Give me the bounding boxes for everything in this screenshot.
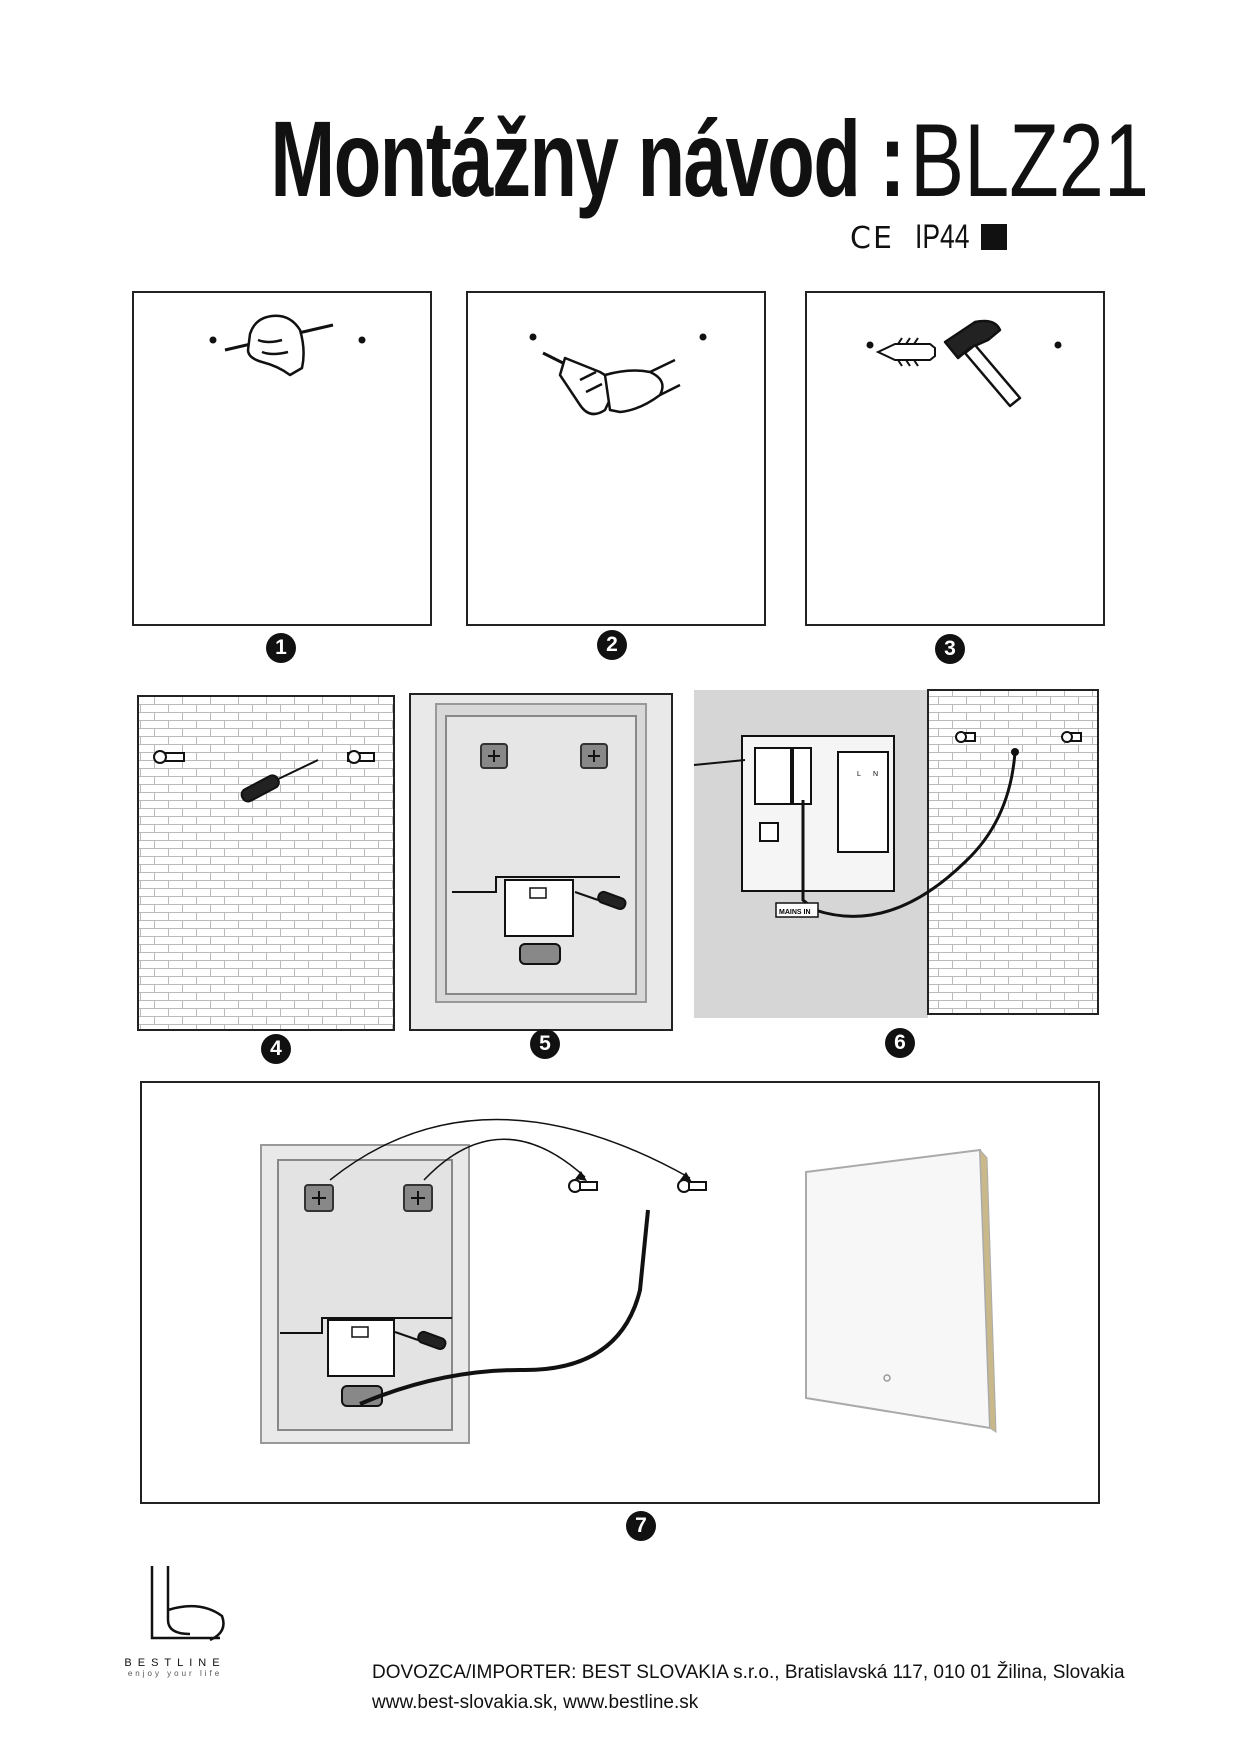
mounting-bracket-icon (403, 1184, 433, 1212)
mirror-product (805, 1148, 997, 1433)
ce-mark: CE (850, 221, 894, 256)
step-number-3: 3 (935, 634, 965, 664)
class-square-icon (980, 224, 1007, 250)
step-number-4: 4 (261, 1034, 291, 1064)
footer: DOVOZCA/IMPORTER: BEST SLOVAKIA s.r.o., … (372, 1658, 1125, 1718)
step-number-2: 2 (597, 630, 627, 660)
screw-icon (568, 1179, 598, 1193)
brand-name: BESTLINE (124, 1657, 226, 1669)
step-6-panel: L N MAINS IN (693, 689, 1099, 1018)
drill-icon (542, 351, 681, 416)
title-model: BLZ21 (909, 103, 1149, 219)
step-number-5: 5 (530, 1029, 560, 1059)
mains-in-label: MAINS IN (779, 909, 811, 916)
ip-rating: IP44 (915, 218, 970, 256)
screw-icon (1061, 731, 1082, 743)
screw-icon (153, 750, 185, 764)
bestline-logo-icon (150, 1566, 225, 1642)
terminal-n-label: N (873, 771, 878, 778)
screw-icon (677, 1179, 707, 1193)
importer-address: DOVOZCA/IMPORTER: BEST SLOVAKIA s.r.o., … (372, 1662, 1125, 1683)
certification-marks: CE IP44 (850, 218, 1007, 257)
mounting-bracket-icon (304, 1184, 334, 1212)
brand-tagline: enjoy your life (127, 1669, 223, 1678)
mounting-bracket-icon (580, 743, 608, 769)
step-1-panel (132, 291, 432, 626)
screwdriver-icon (394, 1330, 447, 1351)
pencil-hand-icon (224, 314, 334, 377)
page-title: Montážny návod :BLZ21 (0, 96, 1240, 221)
step-number-7: 7 (626, 1511, 656, 1541)
junction-box (504, 879, 574, 937)
screwdriver-icon (240, 759, 319, 803)
driver-unit (837, 751, 889, 853)
step-number-1: 1 (266, 633, 296, 663)
terminal-l-label: L (857, 771, 861, 778)
junction-box (327, 1319, 395, 1377)
step-4-panel (137, 695, 395, 1031)
step-7-panel (140, 1081, 1100, 1504)
brand-block: BESTLINE enjoy your life (110, 1655, 240, 1678)
step-2-panel (466, 291, 766, 626)
website-links: www.best-slovakia.sk, www.bestline.sk (372, 1692, 699, 1713)
touch-sensor-icon (883, 1374, 891, 1382)
title-main: Montážny návod : (270, 98, 905, 219)
step-5-panel (409, 693, 673, 1031)
hammer-icon (943, 319, 1022, 408)
mounting-bracket-icon (480, 743, 508, 769)
wall-plug-icon (875, 337, 936, 367)
screw-icon (347, 750, 375, 764)
step-3-panel (805, 291, 1105, 626)
screw-icon (955, 731, 976, 743)
step-number-6: 6 (885, 1028, 915, 1058)
screwdriver-icon (574, 890, 627, 911)
driver-box (519, 943, 561, 965)
